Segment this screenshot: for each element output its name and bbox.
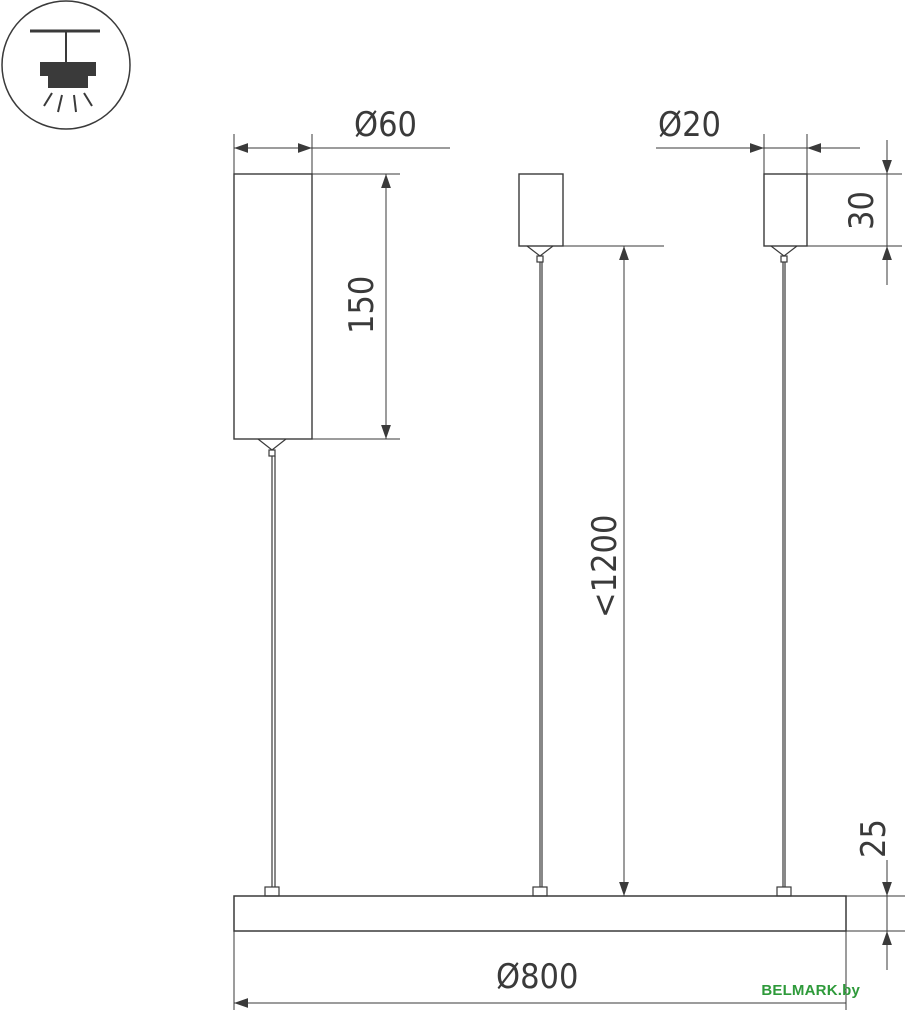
middle-cable-holder [518, 173, 564, 897]
label-suspension-1200: <1200 [585, 515, 625, 618]
dimension-height-150 [312, 173, 400, 440]
pendant-lamp-icon [1, 0, 131, 130]
dimension-suspension-1200 [563, 245, 664, 896]
label-diameter-60: Ø60 [354, 105, 417, 145]
dimension-diameter-60 [233, 134, 450, 174]
label-diameter-20: Ø20 [658, 105, 721, 145]
dimension-diameter-800 [233, 931, 847, 1010]
right-cable-holder [763, 173, 808, 897]
dimension-height-30 [807, 140, 902, 285]
label-height-30: 30 [842, 191, 882, 230]
label-height-150: 150 [342, 276, 382, 334]
label-diameter-800: Ø800 [496, 957, 578, 997]
ring-profile [233, 895, 847, 932]
watermark: BELMARK.by [761, 982, 860, 999]
dimension-diameter-20 [656, 134, 860, 174]
canopy-drawing [233, 173, 313, 897]
label-thickness-25: 25 [854, 819, 894, 858]
dimension-thickness-25 [846, 860, 905, 970]
